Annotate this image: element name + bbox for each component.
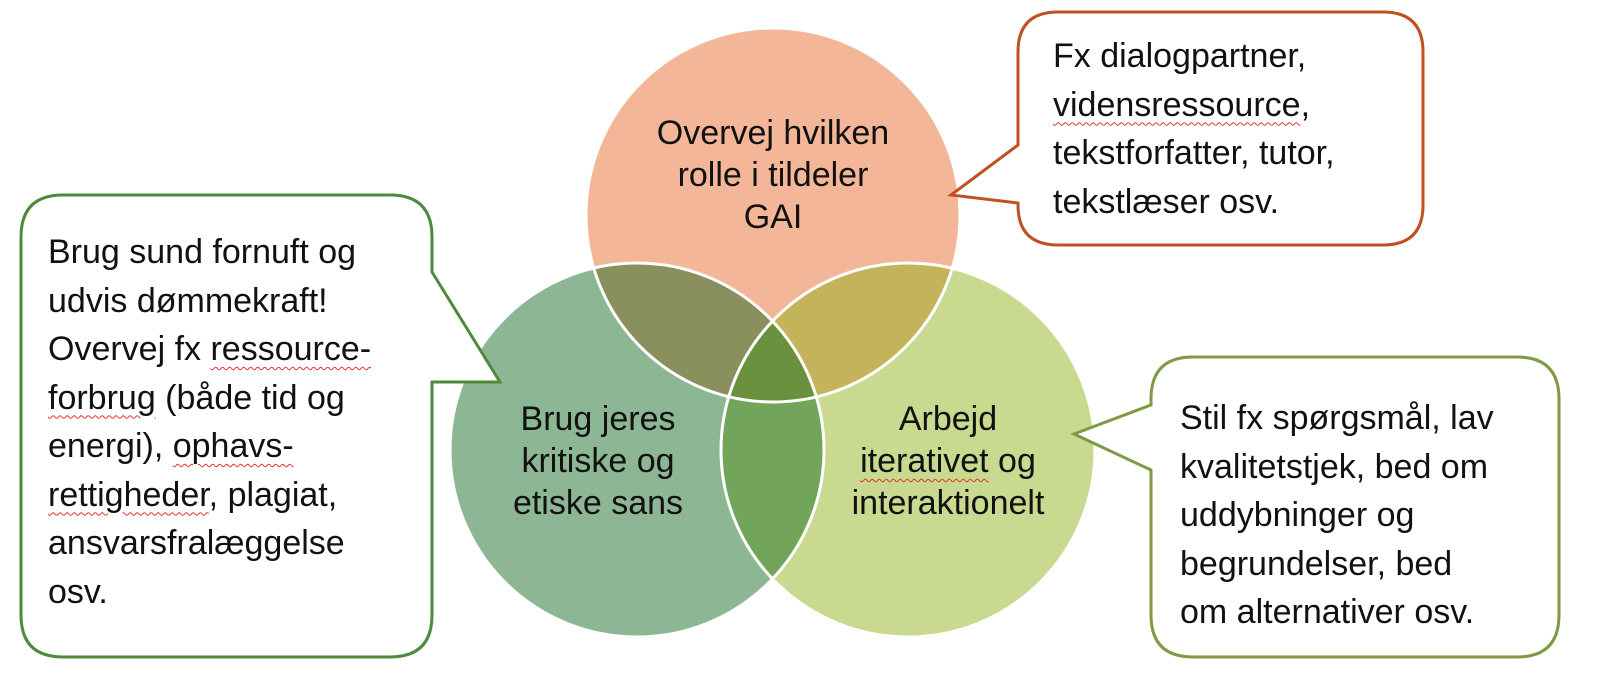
callout-top-right [947, 10, 1425, 247]
overlap-top-left [586, 263, 824, 402]
circle-right-label: Arbejd iterativet og interaktionelt [851, 400, 1045, 522]
circle-left-label: Brug jeres kritiske og etiske sans [512, 400, 684, 522]
callout-left [19, 193, 503, 659]
callout-right [1070, 355, 1561, 659]
callout-top-right-text: Fx dialogpartner, vidensressource, tekst… [1053, 37, 1335, 221]
overlap-top-right [721, 263, 960, 402]
callout-right-text: Stil fx spørgsmål, lav kvalitetstjek, be… [1180, 399, 1494, 631]
callout-left-text: Brug sund fornuft og udvis dømmekraft! O… [48, 233, 372, 611]
circle-top-label: Overvej hvilken rolle i tildeler GAI [656, 114, 890, 236]
